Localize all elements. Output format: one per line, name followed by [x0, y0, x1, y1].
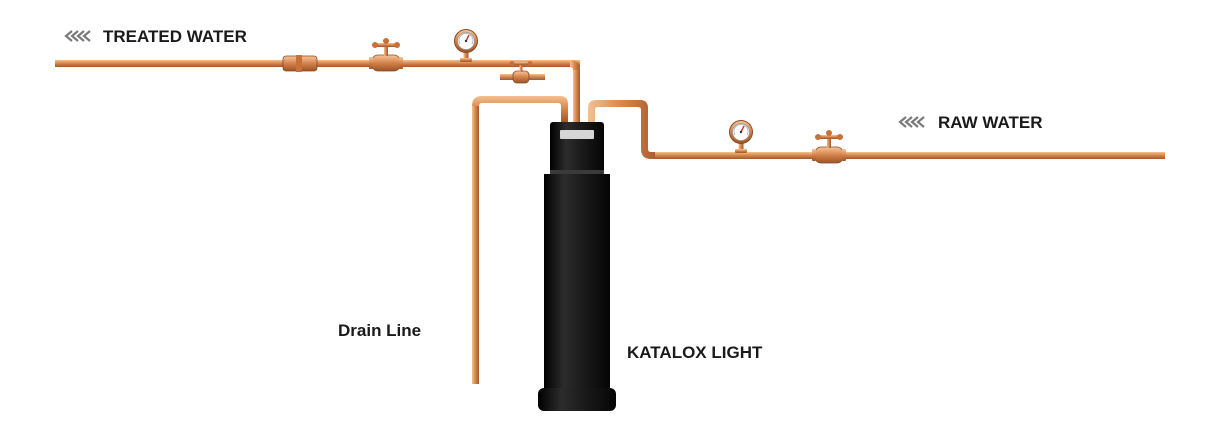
treated-water-label: TREATED WATER	[103, 27, 247, 46]
drain-line-pipe	[472, 96, 568, 384]
flow-chevrons-icon	[64, 29, 92, 43]
tank-name-label: KATALOX LIGHT	[627, 343, 763, 362]
treated-water-pipe	[55, 60, 580, 126]
drain-line-label: Drain Line	[338, 321, 421, 340]
katalox-tank	[538, 122, 616, 411]
flow-chevrons-icon	[898, 115, 926, 129]
raw-water-pipe	[588, 100, 1165, 159]
raw-valve-icon	[811, 129, 847, 164]
treated-gauge-icon	[453, 28, 479, 63]
pipe-union-icon	[282, 55, 318, 72]
bypass-valve-icon	[500, 60, 545, 84]
raw-water-label: RAW WATER	[938, 113, 1043, 132]
treated-valve-icon	[368, 37, 404, 72]
raw-gauge-icon	[728, 119, 754, 154]
